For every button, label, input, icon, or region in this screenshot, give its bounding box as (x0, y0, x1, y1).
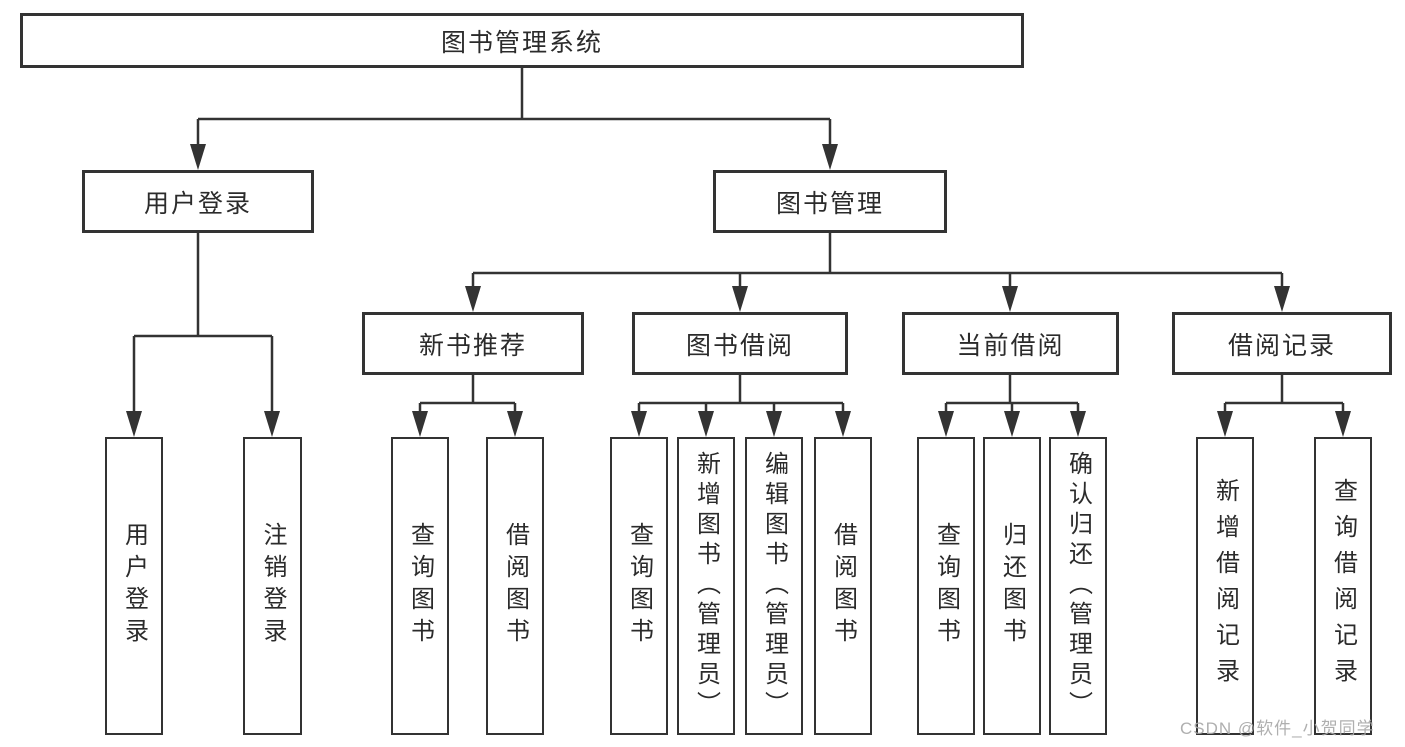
arrowhead (1217, 411, 1233, 437)
node-label: 查询借阅记录 (1329, 478, 1357, 694)
connector-book-mgmt-branch (471, 233, 1284, 291)
leaf-borrow-book-recommend: 借阅图书 (486, 437, 544, 735)
node-label: 借阅图书 (501, 522, 529, 650)
node-library-system: 图书管理系统 (20, 13, 1024, 68)
node-label: 查询图书 (406, 522, 434, 650)
node-label: 新增图书（管理员） (692, 451, 720, 721)
leaf-borrow-book: 借阅图书 (814, 437, 872, 735)
arrowhead (264, 411, 280, 437)
connector-root-to-level1 (196, 68, 832, 150)
node-label: 注销登录 (259, 522, 286, 650)
connector-borrow-records-branch (1223, 375, 1345, 416)
connector-user-login-branch (132, 233, 274, 416)
leaf-add-book-admin: 新增图书（管理员） (677, 437, 735, 735)
node-borrow-records: 借阅记录 (1172, 312, 1392, 375)
arrowhead (698, 411, 714, 437)
arrowhead (507, 411, 523, 437)
node-label: 图书借阅 (685, 331, 794, 360)
node-user-login: 用户登录 (82, 170, 314, 233)
node-label: 归还图书 (998, 522, 1026, 650)
node-label: 编辑图书（管理员） (760, 451, 788, 721)
arrowhead (412, 411, 428, 437)
arrowhead (126, 411, 142, 437)
leaf-query-book-current: 查询图书 (917, 437, 975, 735)
leaf-logout: 注销登录 (243, 437, 302, 735)
arrowhead (766, 411, 782, 437)
arrowhead (938, 411, 954, 437)
arrowhead (1274, 286, 1290, 312)
arrowhead (1002, 286, 1018, 312)
leaf-user-login: 用户登录 (105, 437, 163, 735)
leaf-edit-book-admin: 编辑图书（管理员） (745, 437, 803, 735)
node-label: 查询图书 (625, 522, 653, 650)
node-label: 用户登录 (120, 522, 148, 650)
node-label: 新增借阅记录 (1211, 478, 1239, 694)
node-book-management: 图书管理 (713, 170, 947, 233)
arrowhead (1335, 411, 1351, 437)
node-label: 查询图书 (932, 522, 960, 650)
node-label: 新书推荐 (418, 331, 527, 360)
leaf-confirm-return-admin: 确认归还（管理员） (1049, 437, 1107, 735)
node-current-borrow: 当前借阅 (902, 312, 1119, 375)
connector-current-borrow-branch (944, 375, 1080, 416)
arrowhead (822, 144, 838, 170)
node-label: 借阅记录 (1227, 331, 1336, 360)
node-label: 图书管理 (775, 189, 884, 218)
node-label: 借阅图书 (829, 522, 857, 650)
arrowhead (835, 411, 851, 437)
leaf-query-borrow-record: 查询借阅记录 (1314, 437, 1372, 735)
arrowhead (465, 286, 481, 312)
arrowhead (1004, 411, 1020, 437)
arrowhead (732, 286, 748, 312)
leaf-return-book: 归还图书 (983, 437, 1041, 735)
csdn-watermark: CSDN @软件_小贺同学 (1180, 719, 1375, 738)
leaf-add-borrow-record: 新增借阅记录 (1196, 437, 1254, 735)
node-label: 确认归还（管理员） (1064, 451, 1092, 721)
leaf-query-book-borrow: 查询图书 (610, 437, 668, 735)
arrowheads (126, 144, 1351, 437)
node-label: 用户登录 (143, 189, 252, 218)
connector-book-borrow-branch (637, 375, 845, 416)
node-label: 图书管理系统 (440, 28, 603, 57)
node-book-borrow: 图书借阅 (632, 312, 848, 375)
arrowhead (631, 411, 647, 437)
leaf-query-book-recommend: 查询图书 (391, 437, 449, 735)
node-label: 当前借阅 (956, 331, 1065, 360)
arrowhead (1070, 411, 1086, 437)
connector-new-book-branch (418, 375, 517, 416)
arrowhead (190, 144, 206, 170)
node-new-book-recommend: 新书推荐 (362, 312, 584, 375)
